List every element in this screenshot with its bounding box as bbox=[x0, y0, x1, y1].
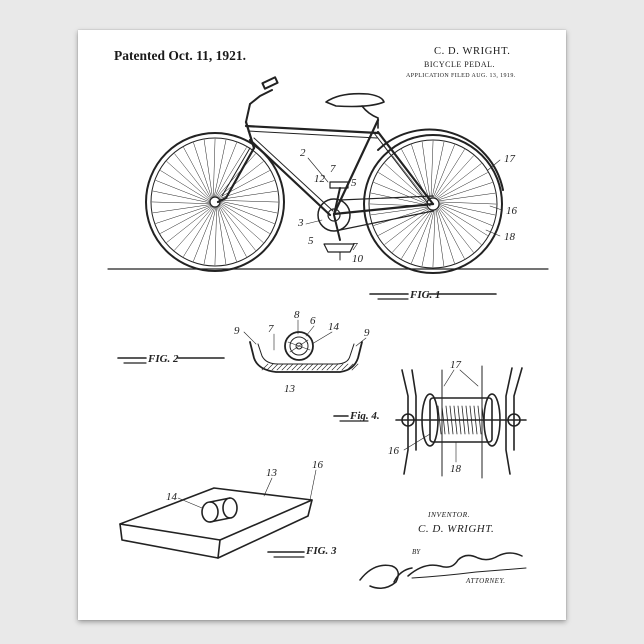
fig1-label-3: 3 bbox=[297, 217, 304, 229]
fig3-label-14: 14 bbox=[166, 491, 178, 503]
figure-2-caption: FIG. 2 bbox=[118, 353, 224, 365]
fig1-label-5b: 5 bbox=[308, 235, 314, 247]
fig2-label-8: 8 bbox=[294, 309, 300, 321]
patent-drawings: 2 7 12 5 3 5 7 10 17 16 18 bbox=[78, 30, 566, 620]
fig1-label-17: 17 bbox=[504, 153, 516, 165]
fig2-label-14: 14 bbox=[328, 321, 340, 333]
fig2-label-9a: 9 bbox=[234, 325, 240, 337]
fig1-label-18: 18 bbox=[504, 231, 516, 243]
fig2-caption-text: FIG. 2 bbox=[147, 353, 179, 365]
attorney-label: ATTORNEY. bbox=[465, 577, 505, 585]
figure-1-bicycle: 2 7 12 5 3 5 7 10 17 16 18 bbox=[108, 77, 548, 301]
fig4-label-17: 17 bbox=[450, 359, 462, 371]
fig2-label-6: 6 bbox=[310, 315, 316, 327]
fig1-label-2: 2 bbox=[300, 147, 306, 159]
fig1-caption-text: FIG. 1 bbox=[409, 289, 441, 301]
figure-3-caption: FIG. 3 bbox=[268, 545, 337, 557]
fig2-label-7: 7 bbox=[268, 323, 274, 335]
fig4-caption-text: Fig. 4. bbox=[349, 410, 380, 422]
fig1-label-12: 12 bbox=[314, 173, 326, 185]
figure-4-hub: 17 16 18 Fig. 4. bbox=[334, 359, 526, 478]
figure-1-caption: FIG. 1 bbox=[370, 289, 496, 301]
fig4-label-18: 18 bbox=[450, 463, 462, 475]
figure-3-pedal-perspective: 13 16 14 FIG. 3 bbox=[120, 459, 337, 558]
fig1-label-7b: 7 bbox=[352, 241, 358, 253]
fig3-label-16: 16 bbox=[312, 459, 324, 471]
fig1-label-10: 10 bbox=[352, 253, 364, 265]
crank-and-chain bbox=[318, 182, 433, 260]
fig4-label-16: 16 bbox=[388, 445, 400, 457]
fig2-label-13: 13 bbox=[284, 383, 296, 395]
fig1-label-5a: 5 bbox=[351, 177, 357, 189]
fig2-label-9b: 9 bbox=[364, 327, 370, 339]
fig3-label-13: 13 bbox=[266, 467, 278, 479]
by-label: BY bbox=[412, 548, 421, 556]
signature-block: INVENTOR. C. D. WRIGHT. BY ATTORNEY. bbox=[360, 510, 526, 588]
handlebar bbox=[246, 77, 278, 122]
patent-poster: Patented Oct. 11, 1921. C. D. WRIGHT. BI… bbox=[78, 30, 566, 620]
fig3-caption-text: FIG. 3 bbox=[305, 545, 337, 557]
figure-2-pedal-section: 9 7 8 6 14 9 13 FIG. 2 bbox=[118, 309, 370, 395]
fig1-label-7a: 7 bbox=[330, 163, 336, 175]
inventor-signature: C. D. WRIGHT. bbox=[418, 523, 494, 535]
fig1-label-16: 16 bbox=[506, 205, 518, 217]
inventor-label: INVENTOR. bbox=[427, 510, 470, 519]
saddle bbox=[326, 94, 384, 128]
figure-4-caption: Fig. 4. bbox=[334, 410, 380, 422]
